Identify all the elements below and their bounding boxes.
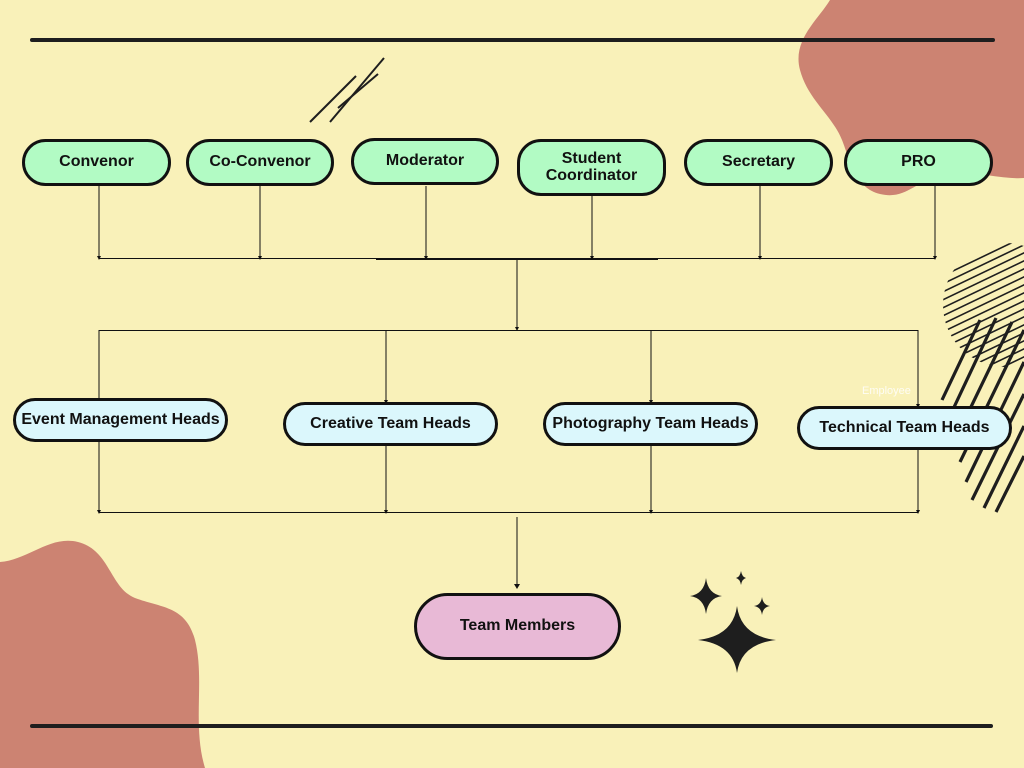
top-rule (30, 38, 995, 42)
node-secretary: Secretary (684, 139, 833, 186)
star-large (698, 606, 776, 673)
node-photography-team-heads: Photography Team Heads (543, 402, 758, 446)
star-small (754, 597, 770, 615)
node-convenor: Convenor (22, 139, 171, 186)
watermark-text: Employee (862, 385, 911, 397)
star-tiny (736, 571, 746, 585)
blob-bottom-left (0, 540, 205, 768)
node-technical-team-heads: Technical Team Heads (797, 406, 1012, 450)
sparkle-stars (690, 571, 776, 673)
bottom-rule (30, 724, 993, 728)
node-student-coordinator: Student Coordinator (517, 139, 666, 196)
node-team-members: Team Members (414, 593, 621, 660)
node-co-convenor: Co-Convenor (186, 139, 334, 186)
node-event-management-heads: Event Management Heads (13, 398, 228, 442)
node-pro: PRO (844, 139, 993, 186)
node-moderator: Moderator (351, 138, 499, 185)
star-medium (690, 578, 722, 614)
slash-lines (309, 57, 385, 123)
node-creative-team-heads: Creative Team Heads (283, 402, 498, 446)
